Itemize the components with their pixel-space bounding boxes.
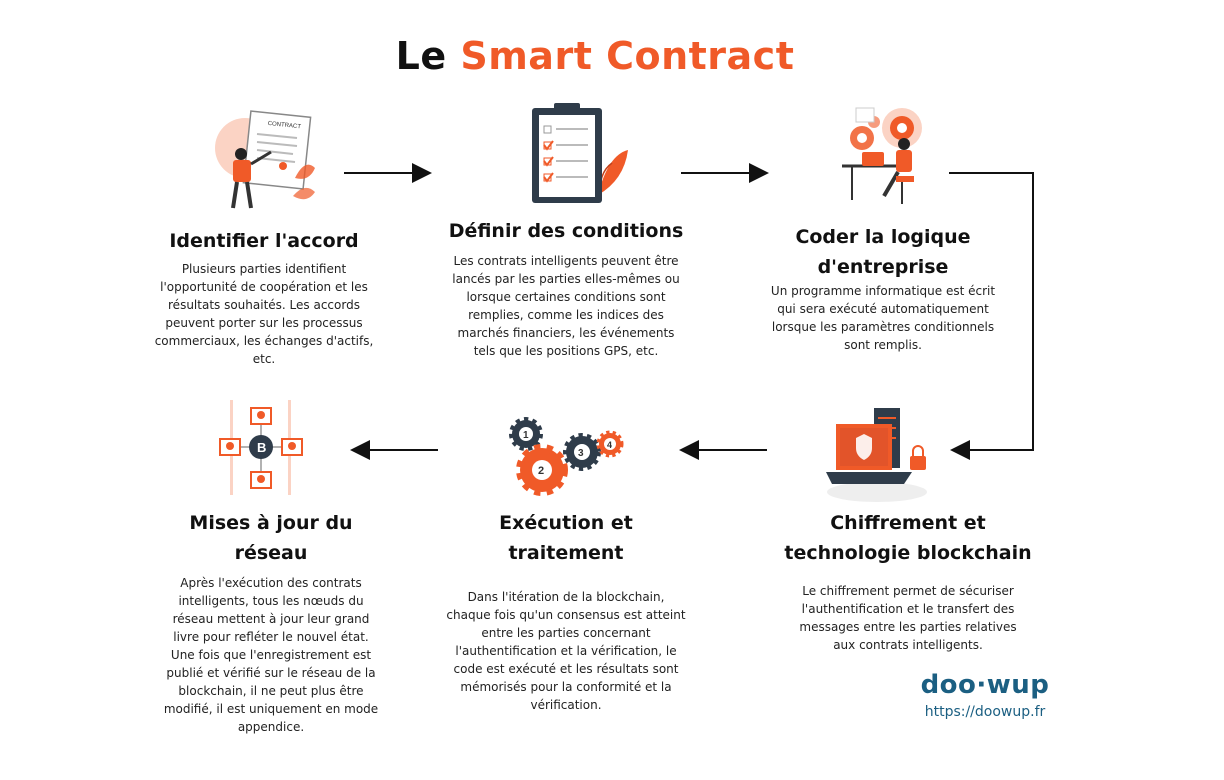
step-title: Coder la logique d'entreprise — [795, 226, 971, 278]
gear-label-4: 4 — [607, 440, 612, 450]
network-center-symbol: B — [257, 440, 266, 455]
clipboard-checklist-icon — [532, 103, 628, 203]
step-encryption-blockchain: Chiffrement et technologie blockchain Le… — [764, 508, 1052, 654]
title-accent: Smart Contract — [460, 34, 795, 78]
numbered-gears-icon: 1 2 3 4 — [509, 417, 624, 496]
step-description: Les contrats intelligents peuvent être l… — [452, 254, 680, 358]
contract-paper-label: CONTRACT — [267, 121, 301, 130]
step-identify-agreement: Identifier l'accord Plusieurs parties id… — [144, 226, 384, 368]
step-network-update: Mises à jour du réseau Après l'exécution… — [150, 508, 392, 736]
title-prefix: Le — [395, 34, 447, 78]
step-description: Plusieurs parties identifient l'opportun… — [154, 262, 374, 366]
step-title: Exécution et traitement — [499, 512, 633, 564]
step-title: Définir des conditions — [448, 220, 684, 242]
brand-url-link[interactable]: https://doowup.fr — [924, 704, 1046, 720]
gear-label-3: 3 — [578, 448, 584, 459]
step-description: Dans l'itération de la blockchain, chaqu… — [446, 590, 686, 712]
developer-at-desk-icon — [842, 107, 922, 204]
step-title: Chiffrement et technologie blockchain — [784, 512, 1032, 564]
secure-laptop-server-icon — [826, 408, 927, 502]
arrow-step3-to-step4 — [949, 172, 1034, 460]
page-title: Le Smart Contract — [0, 34, 1190, 78]
step-description: Le chiffrement permet de sécuriser l'aut… — [799, 584, 1017, 652]
gear-label-1: 1 — [523, 430, 529, 441]
brand-logo: doo·wup — [920, 670, 1050, 700]
contract-signing-icon: CONTRACT — [215, 110, 315, 209]
step-execution-processing: Exécution et traitement Dans l'itération… — [446, 508, 686, 714]
step-description: Après l'exécution des contrats intellige… — [163, 576, 379, 734]
step-description: Un programme informatique est écrit qui … — [770, 284, 996, 352]
bitcoin-network-icon: B — [219, 400, 303, 495]
step-define-conditions: Définir des conditions Les contrats inte… — [446, 216, 686, 360]
gear-label-2: 2 — [538, 465, 544, 477]
step-title: Identifier l'accord — [169, 230, 359, 252]
step-code-logic: Coder la logique d'entreprise Un program… — [770, 222, 996, 354]
brand-block: doo·wup https://doowup.fr — [900, 670, 1070, 720]
step-title: Mises à jour du réseau — [189, 512, 353, 564]
